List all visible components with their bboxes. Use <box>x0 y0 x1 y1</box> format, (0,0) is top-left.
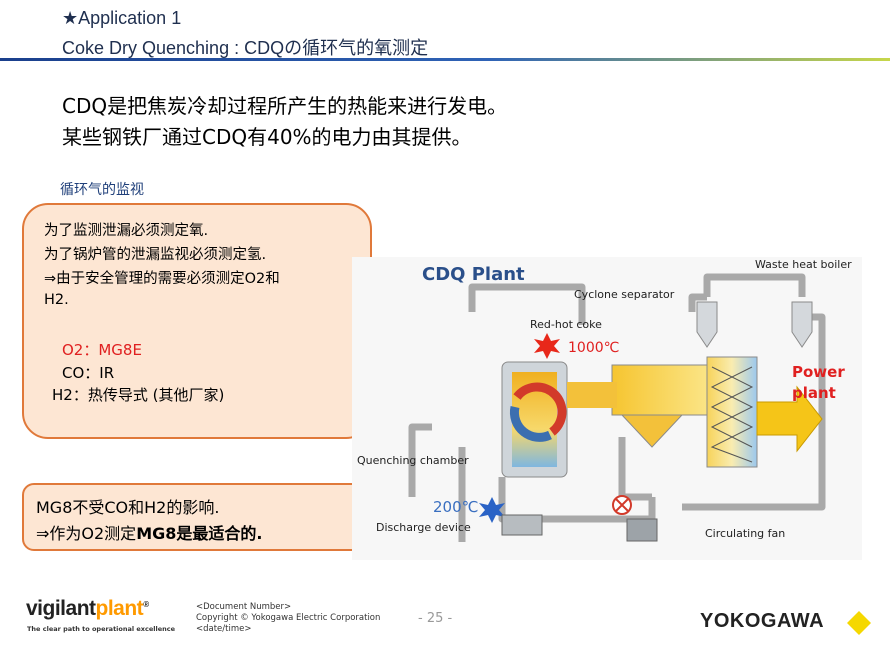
yokogawa-diamond-icon <box>847 611 871 635</box>
footer-meta: <Document Number> Copyright © Yokogawa E… <box>196 602 380 635</box>
section-subtitle: 循环气的监视 <box>60 182 144 198</box>
label-temp-1000: 1000℃ <box>568 340 620 356</box>
h2-method: H2：热传导式 (其他厂家) <box>52 386 225 404</box>
label-cyclone-separator: Cyclone separator <box>574 288 675 301</box>
info-line-4: H2. <box>44 292 69 308</box>
label-temp-200: 200℃ <box>433 498 479 516</box>
info-line-3: ⇒由于安全管理的需要必须测定O2和 <box>44 271 280 287</box>
label-red-hot-coke: Red-hot coke <box>530 318 602 331</box>
co-method: CO：IR <box>62 364 115 382</box>
summary-line-2-bold: MG8是最适合的. <box>136 524 263 543</box>
slide-section-title: ★Application 1 <box>62 8 182 28</box>
cdq-plant-drawing <box>408 273 826 542</box>
plant-logo-word: plant <box>95 597 144 620</box>
diagram-title: CDQ Plant <box>422 264 525 285</box>
vigilant-logo-word: vigilant <box>26 597 96 620</box>
headline-line-2: 某些钢铁厂通过CDQ有40%的电力由其提供。 <box>62 125 472 149</box>
label-discharge-device: Discharge device <box>376 521 471 534</box>
cdq-plant-diagram: CDQ Plant Waste heat boiler Cyclone sepa… <box>352 257 862 560</box>
vigilantplant-tagline: The clear path to operational excellence <box>27 625 175 633</box>
headline-line-1: CDQ是把焦炭冷却过程所产生的热能来进行发电。 <box>62 94 508 118</box>
summary-callout-box: MG8不受CO和H2的影响. ⇒作为O2测定MG8是最适合的. <box>22 483 374 551</box>
summary-line-1: MG8不受CO和H2的影响. <box>36 498 220 517</box>
label-circulating-fan: Circulating fan <box>705 527 786 540</box>
date-time: <date/time> <box>196 624 252 634</box>
vigilantplant-logo: vigilantplant® <box>26 597 149 621</box>
label-waste-heat-boiler: Waste heat boiler <box>755 258 852 271</box>
info-line-1: 为了监测泄漏必须测定氧. <box>44 223 209 239</box>
label-power: Power <box>792 363 845 381</box>
copyright: Copyright © Yokogawa Electric Corporatio… <box>196 613 381 623</box>
doc-number: <Document Number> <box>196 602 292 612</box>
o2-method: O2：MG8E <box>62 341 142 359</box>
slide-title: Coke Dry Quenching : CDQの循环气的氧测定 <box>62 38 429 58</box>
label-plant: plant <box>792 384 836 402</box>
info-line-2: 为了锅炉管的泄漏监视必须测定氢. <box>44 247 267 263</box>
title-divider <box>0 58 890 61</box>
info-callout-box: 为了监测泄漏必须测定氧. 为了锅炉管的泄漏监视必须测定氢. ⇒由于安全管理的需要… <box>22 203 372 439</box>
yokogawa-logo: YOKOGAWA <box>700 610 825 632</box>
summary-line-2: ⇒作为O2测定MG8是最适合的. <box>36 520 262 544</box>
page-number: - 25 - <box>418 611 453 626</box>
trademark-mark: ® <box>143 600 149 609</box>
label-quenching-chamber: Quenching chamber <box>357 454 469 467</box>
summary-line-2-prefix: ⇒作为O2测定 <box>36 524 137 543</box>
